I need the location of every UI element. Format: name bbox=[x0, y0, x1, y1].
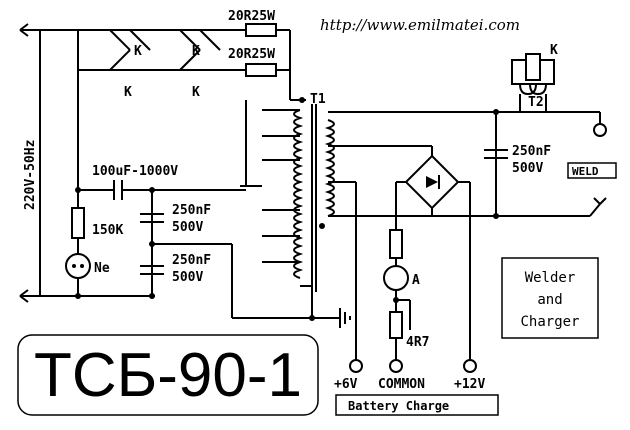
supply-label: 220V-50Hz bbox=[23, 140, 38, 210]
t2-label: T2 bbox=[528, 95, 544, 110]
cap-weld-label: 250nF bbox=[512, 144, 551, 159]
bridge-rectifier bbox=[395, 146, 471, 360]
v12-label: +12V bbox=[454, 377, 485, 392]
url-text: http://www.emilmatei.com bbox=[320, 16, 520, 34]
ammeter bbox=[383, 265, 409, 291]
left-caps bbox=[140, 190, 340, 321]
r-top2-label: 20R25W bbox=[228, 47, 275, 62]
k4-label: K bbox=[192, 85, 200, 100]
shunt bbox=[389, 311, 403, 339]
cap1-label: 250nF bbox=[172, 203, 211, 218]
cap-main-label: 100uF-1000V bbox=[92, 164, 178, 179]
k1-label: K bbox=[134, 44, 142, 59]
t2-relay bbox=[511, 53, 555, 112]
box-line-2: and bbox=[537, 292, 562, 308]
weld-circuit bbox=[484, 109, 607, 219]
resistor-150k bbox=[71, 207, 85, 239]
r-top1-label: 20R25W bbox=[228, 9, 275, 24]
weld-label-box bbox=[567, 162, 617, 179]
common-label: COMMON bbox=[378, 377, 425, 392]
k3-label: K bbox=[124, 85, 132, 100]
main-cap bbox=[75, 180, 246, 200]
neon-label: Ne bbox=[94, 261, 110, 276]
t1-label: T1 bbox=[310, 92, 326, 107]
shunt-label: 4R7 bbox=[406, 335, 429, 350]
description-box bbox=[501, 257, 599, 339]
charge-terminals bbox=[349, 359, 477, 373]
k2-label: K bbox=[192, 44, 200, 59]
cap1-voltage: 500V bbox=[172, 220, 203, 235]
t1-secondary bbox=[324, 111, 496, 360]
r-150k-label: 150K bbox=[92, 223, 123, 238]
neon-lamp bbox=[65, 253, 91, 279]
title-box bbox=[17, 334, 319, 416]
resistor-top2 bbox=[245, 63, 277, 77]
model-title: ТСБ-90-1 bbox=[34, 341, 302, 410]
relay-contacts bbox=[109, 29, 221, 71]
resistor-top1 bbox=[245, 23, 277, 37]
weld-label: WELD bbox=[572, 165, 599, 178]
box-line-3: Charger bbox=[520, 314, 579, 330]
fuse bbox=[389, 229, 403, 259]
battery-label: Battery Charge bbox=[348, 399, 449, 413]
box-line-1: Welder bbox=[525, 270, 576, 286]
ammeter-label: A bbox=[412, 273, 420, 288]
v6-label: +6V bbox=[334, 377, 358, 392]
k5-label: K bbox=[550, 43, 558, 58]
battery-box bbox=[335, 394, 499, 416]
cap-weld-voltage: 500V bbox=[512, 161, 543, 176]
ground-icon bbox=[339, 308, 351, 328]
supply-lines bbox=[19, 23, 45, 303]
cap2-label: 250nF bbox=[172, 253, 211, 268]
cap2-voltage: 500V bbox=[172, 270, 203, 285]
t1-primary bbox=[240, 97, 325, 292]
